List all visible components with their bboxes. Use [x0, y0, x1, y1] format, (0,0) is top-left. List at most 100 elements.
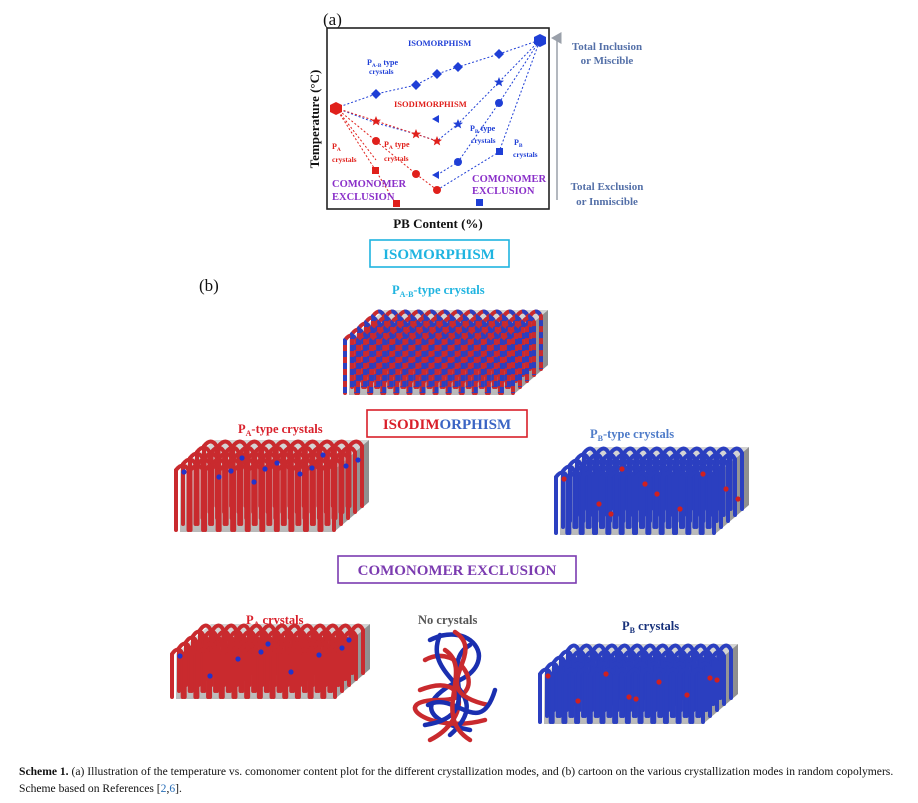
blue-star-points — [453, 77, 504, 129]
chain-fold-segments — [434, 333, 450, 393]
comonomer-unit — [274, 460, 280, 466]
chain-fold — [550, 667, 566, 724]
red-circle-point — [412, 170, 420, 178]
chain-fold — [647, 470, 663, 535]
reference-link-6[interactable]: 6 — [169, 782, 176, 795]
chain-fold — [195, 647, 211, 699]
isomorphism-points — [371, 49, 504, 99]
comonomer-left-label: COMONOMER — [332, 179, 406, 190]
star-point — [432, 136, 442, 146]
caption-separator: , — [166, 782, 170, 795]
chain-fold — [309, 647, 325, 699]
chain-fold — [538, 667, 553, 724]
comonomer-unit — [619, 466, 625, 472]
comonomer-right-label: COMONOMER — [472, 174, 546, 185]
chain-fold — [296, 647, 312, 699]
comonomer-unit — [228, 468, 234, 474]
chain-fold — [220, 647, 236, 699]
comonomer-unit — [235, 656, 241, 662]
pa-crystals-label: PA — [332, 142, 341, 153]
comonomer-unit — [316, 652, 322, 658]
comonomer-unit — [216, 474, 222, 480]
chain-fold — [233, 647, 249, 699]
comonomer-unit — [181, 469, 187, 475]
chain-fold — [275, 463, 293, 532]
comonomer-unit — [633, 696, 639, 702]
diamond-point — [411, 80, 421, 90]
chain-fold-segments — [356, 333, 372, 393]
total-exclusion-label: Total Exclusion — [571, 181, 644, 193]
pa-type-crystals-label: crystals — [384, 154, 409, 163]
pb-crystal-cartoon — [538, 643, 738, 724]
chain-fold — [690, 667, 705, 724]
chain-fold — [594, 470, 610, 535]
star-point — [453, 119, 463, 129]
chain-fold — [664, 667, 680, 724]
diamond-point — [371, 89, 381, 99]
comonomer-unit — [608, 511, 614, 517]
chain-fold-segments — [460, 333, 476, 393]
star-point — [411, 129, 421, 139]
pb-crystals-title: PB crystals — [622, 619, 679, 635]
chain-fold — [290, 463, 307, 532]
chain-fold-segments — [447, 333, 463, 393]
y-axis-label: Temperature (°C) — [307, 70, 322, 169]
amorphous-chain-tangle — [412, 629, 498, 743]
chain-fold-segments — [408, 333, 424, 393]
chain-fold-segments — [343, 333, 359, 393]
pab-type-crystals-title: PA-B-type crystals — [392, 283, 485, 299]
chain-fold — [614, 667, 629, 724]
chain-fold — [246, 463, 264, 532]
red-square-point — [393, 200, 400, 207]
tangled-chain — [442, 647, 473, 743]
pab-type-label: PA-B type — [367, 58, 398, 69]
comonomer-unit — [320, 452, 326, 458]
pb-type-crystals-label: crystals — [471, 136, 496, 145]
comonomer-unit — [575, 698, 581, 704]
comonomer-unit — [545, 673, 551, 679]
chain-fold — [246, 647, 261, 699]
isodimorphism-box — [366, 409, 528, 438]
comonomer-unit — [603, 671, 609, 677]
chain-fold — [322, 647, 337, 699]
star-point — [494, 77, 504, 87]
chain-fold — [182, 647, 198, 699]
comonomer-unit — [707, 675, 713, 681]
chain-fold — [567, 470, 583, 535]
pa-type-label: PA type — [384, 140, 410, 151]
isomorphism-box-text: ISOMORPHISM — [383, 247, 495, 263]
comonomer-unit — [239, 455, 245, 461]
caption-end: ]. — [175, 782, 182, 795]
pa-type-crystals-title: PA-type crystals — [238, 422, 323, 438]
chain-fold-segments — [369, 333, 385, 393]
chain-fold — [304, 463, 322, 532]
diamond-point — [432, 69, 442, 79]
comonomer-unit — [251, 479, 257, 485]
comonomer-unit — [656, 679, 662, 685]
comonomer-unit — [677, 506, 683, 512]
isodimorphism-label: ISODIMORPHISM — [394, 99, 467, 109]
chain-fold — [174, 463, 191, 532]
comonomer-unit — [309, 465, 315, 471]
chain-fold — [687, 470, 703, 535]
hexagon-end-point — [534, 34, 546, 47]
blue-square-point — [476, 199, 483, 206]
reference-link-2[interactable]: 2 — [160, 782, 167, 795]
comonomer-unit — [700, 471, 706, 477]
hexagon-start-point — [330, 102, 342, 115]
blue-square-point — [496, 148, 503, 155]
tangled-chain — [425, 687, 498, 716]
diamond-point — [453, 62, 463, 72]
x-axis-label: PB Content (%) — [393, 216, 483, 231]
chain-fold — [554, 470, 570, 535]
chain-fold — [620, 470, 636, 535]
panel-a-label: (a) — [323, 10, 342, 29]
miscible-label: or Miscible — [581, 55, 634, 67]
chain-fold-segments — [486, 333, 502, 393]
pb-type-crystals-title: PB-type crystals — [590, 427, 674, 443]
chain-fold-segments — [395, 333, 411, 393]
star-point — [371, 116, 381, 126]
triangle-point — [432, 115, 439, 123]
pab-crystal-cartoon — [343, 309, 548, 395]
comonomer-unit — [297, 471, 303, 477]
